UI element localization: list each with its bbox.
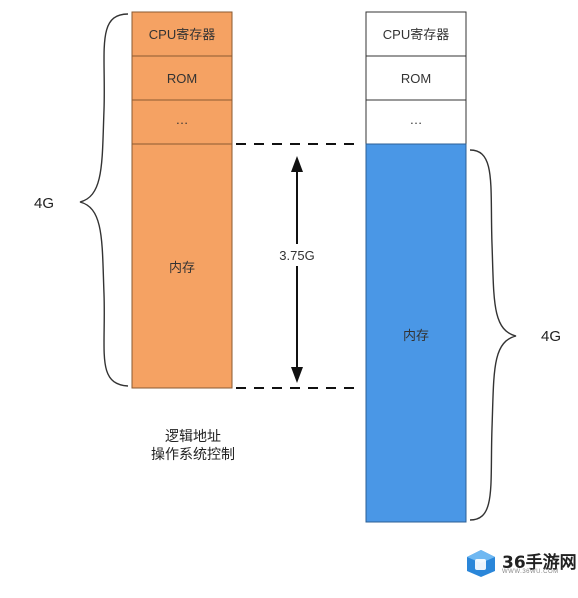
- right-cell-cpu-registers-label: CPU寄存器: [383, 27, 449, 42]
- left-cell-cpu-registers-label: CPU寄存器: [149, 27, 215, 42]
- left-brace-label: 4G: [34, 195, 54, 212]
- logical-address-caption: 逻辑地址 操作系统控制: [138, 428, 248, 464]
- watermark-cube-icon: [467, 550, 495, 577]
- left-cell-cpu-registers: [131, 11, 233, 57]
- right-memory-label: 内存: [403, 328, 429, 343]
- right-brace: [469, 149, 517, 521]
- size-arrow-head-down: [291, 367, 303, 383]
- left-cell-rom: [131, 55, 233, 101]
- left-memory-label: 内存: [169, 260, 195, 275]
- size-arrow-label-bg: [268, 244, 324, 266]
- left-brace: [79, 13, 129, 387]
- right-cell-rom-label: ROM: [401, 71, 431, 86]
- caption-line-1: 逻辑地址: [165, 429, 221, 445]
- left-column: CPU寄存器 ROM … 内存: [131, 11, 233, 389]
- left-cell-ellipsis-label: …: [176, 112, 189, 127]
- right-cell-ellipsis-label: …: [410, 112, 423, 127]
- right-brace-label: 4G: [541, 328, 561, 345]
- size-arrow-label: 3.75G: [279, 248, 314, 263]
- watermark-subtext: WWW.36WU.COM: [502, 569, 559, 575]
- right-cell-ellipsis: [365, 99, 467, 145]
- right-cell-memory: [365, 143, 467, 523]
- left-cell-memory: [131, 143, 233, 389]
- left-cell-ellipsis: [131, 99, 233, 145]
- watermark: 36手游网 WWW.36WU.COM: [462, 548, 577, 578]
- right-column: CPU寄存器 ROM … 内存: [365, 11, 467, 523]
- left-cell-rom-label: ROM: [167, 71, 197, 86]
- size-arrow-head-up: [291, 156, 303, 172]
- caption-line-2: 操作系统控制: [151, 447, 235, 463]
- watermark-text: 36手游网: [502, 553, 577, 573]
